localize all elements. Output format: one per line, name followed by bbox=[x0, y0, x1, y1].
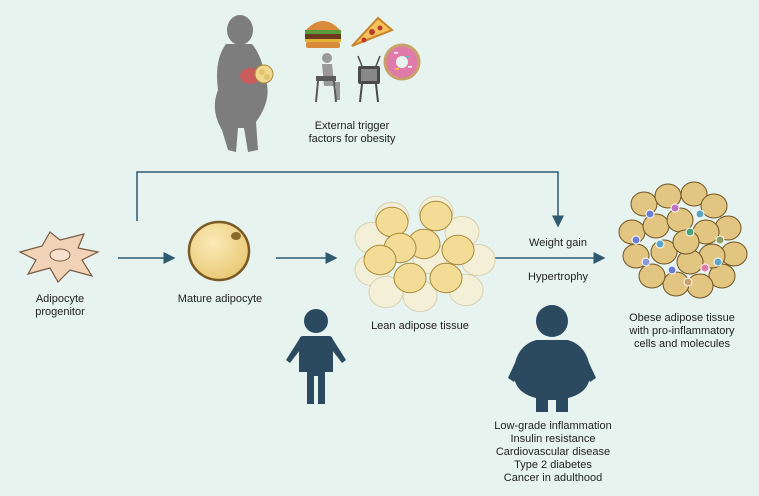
consequence-item: Low-grade inflammation bbox=[494, 420, 612, 432]
progenitor-cell-icon bbox=[18, 231, 100, 283]
immune-cell bbox=[667, 265, 677, 275]
obese-label-line1: Obese adipose tissue bbox=[629, 312, 735, 324]
tv-watching-icon bbox=[315, 53, 381, 103]
immune-cell bbox=[715, 235, 725, 245]
lean-adipose-tissue-icon bbox=[354, 195, 496, 313]
obese-adipocyte bbox=[700, 193, 728, 219]
burger-icon bbox=[305, 21, 341, 48]
obese-label-line2: with pro-inflammatory bbox=[629, 325, 735, 337]
obese-tissue-label: Obese adipose tissue with pro-inflammato… bbox=[612, 312, 752, 351]
immune-cell bbox=[700, 263, 710, 273]
trigger-label-line1: External trigger bbox=[314, 120, 390, 132]
immune-cell bbox=[713, 257, 723, 267]
obese-adipocyte bbox=[686, 273, 714, 299]
lean-adipocyte bbox=[441, 234, 475, 266]
immune-cell bbox=[631, 235, 641, 245]
pizza-icon bbox=[351, 16, 394, 47]
mature-adipocyte-label: Mature adipocyte bbox=[160, 293, 280, 306]
obese-adipocyte bbox=[638, 263, 666, 289]
trigger-label-line2: factors for obesity bbox=[308, 133, 396, 145]
obese-adipose-tissue-icon bbox=[618, 181, 748, 299]
consequence-item: Type 2 diabetes bbox=[514, 459, 592, 471]
immune-cell bbox=[683, 277, 693, 287]
obese-label-line3: cells and molecules bbox=[634, 338, 730, 350]
lean-tissue-text: Lean adipose tissue bbox=[371, 320, 469, 332]
lean-adipocyte bbox=[419, 200, 453, 232]
hypertrophy-text: Hypertrophy bbox=[528, 271, 588, 283]
child-icon bbox=[286, 309, 346, 404]
lean-adipocyte bbox=[393, 262, 427, 294]
progenitor-label: Adipocyte progenitor bbox=[10, 293, 110, 319]
progenitor-label-line1: Adipocyte bbox=[35, 293, 85, 305]
lean-adipocyte bbox=[375, 206, 409, 238]
trigger-label: External trigger factors for obesity bbox=[292, 120, 412, 146]
immune-cell bbox=[685, 227, 695, 237]
lean-adipocyte bbox=[429, 262, 463, 294]
donut-icon bbox=[383, 43, 421, 81]
immune-cell bbox=[695, 209, 705, 219]
immune-cell bbox=[670, 203, 680, 213]
feedback-arrow bbox=[136, 171, 564, 228]
consequences-list: Low-grade inflammation Insulin resistanc… bbox=[478, 420, 628, 485]
consequence-item: Cancer in adulthood bbox=[503, 472, 603, 484]
lean-tissue-label: Lean adipose tissue bbox=[360, 320, 480, 333]
hypertrophy-label: Hypertrophy bbox=[510, 271, 606, 284]
immune-cell bbox=[645, 209, 655, 219]
obese-adipocyte bbox=[680, 181, 708, 207]
consequence-item: Cardiovascular disease bbox=[495, 446, 611, 458]
lean-adipocyte bbox=[363, 244, 397, 276]
immune-cell bbox=[655, 239, 665, 249]
progenitor-label-line2: progenitor bbox=[35, 306, 85, 318]
consequence-item: Insulin resistance bbox=[510, 433, 596, 445]
mature-adipocyte-text: Mature adipocyte bbox=[177, 293, 263, 305]
background-adipocyte bbox=[368, 275, 404, 309]
immune-cell bbox=[641, 257, 651, 267]
obese-child-icon bbox=[508, 305, 596, 412]
woman-silhouette-icon bbox=[214, 15, 274, 152]
weight-gain-text: Weight gain bbox=[529, 237, 587, 249]
weight-gain-label: Weight gain bbox=[510, 237, 606, 250]
obese-adipocyte bbox=[642, 213, 670, 239]
mature-adipocyte-icon bbox=[187, 220, 251, 282]
